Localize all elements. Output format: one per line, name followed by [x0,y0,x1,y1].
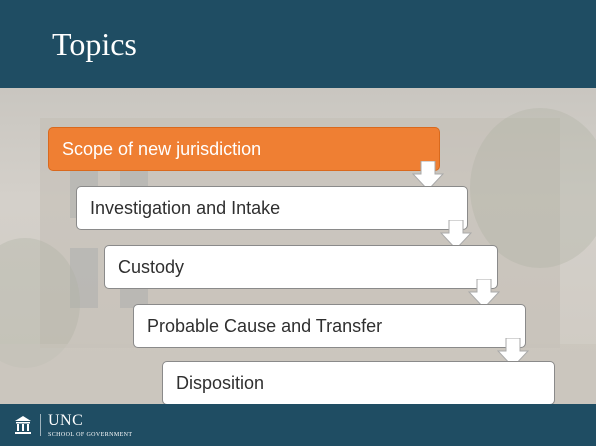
step-scope-of-new-jurisdiction: Scope of new jurisdiction [48,127,440,171]
background-tree [470,108,596,268]
arrow-down-icon [468,279,500,309]
background-window [70,248,98,308]
step-label: Investigation and Intake [90,198,281,218]
step-disposition: Disposition [162,361,555,405]
arrow-down-icon [440,220,472,250]
footer-bar: UNC SCHOOL OF GOVERNMENT [0,404,596,446]
step-custody: Custody [104,245,498,289]
arrow-down-icon [497,338,529,368]
step-investigation-and-intake: Investigation and Intake [76,186,468,230]
arrow-down-icon [412,161,444,191]
logo-divider [40,414,41,436]
logo-unc-text: UNC [48,412,84,429]
step-label: Custody [118,257,185,277]
building-columns-icon [15,416,31,434]
step-label: Disposition [176,373,265,393]
step-label: Probable Cause and Transfer [147,316,383,336]
step-probable-cause-and-transfer: Probable Cause and Transfer [133,304,526,348]
logo-school-text: SCHOOL OF GOVERNMENT [48,432,133,438]
step-label: Scope of new jurisdiction [62,139,262,159]
title-bar: Topics [0,0,596,88]
slide-title: Topics [52,26,137,62]
